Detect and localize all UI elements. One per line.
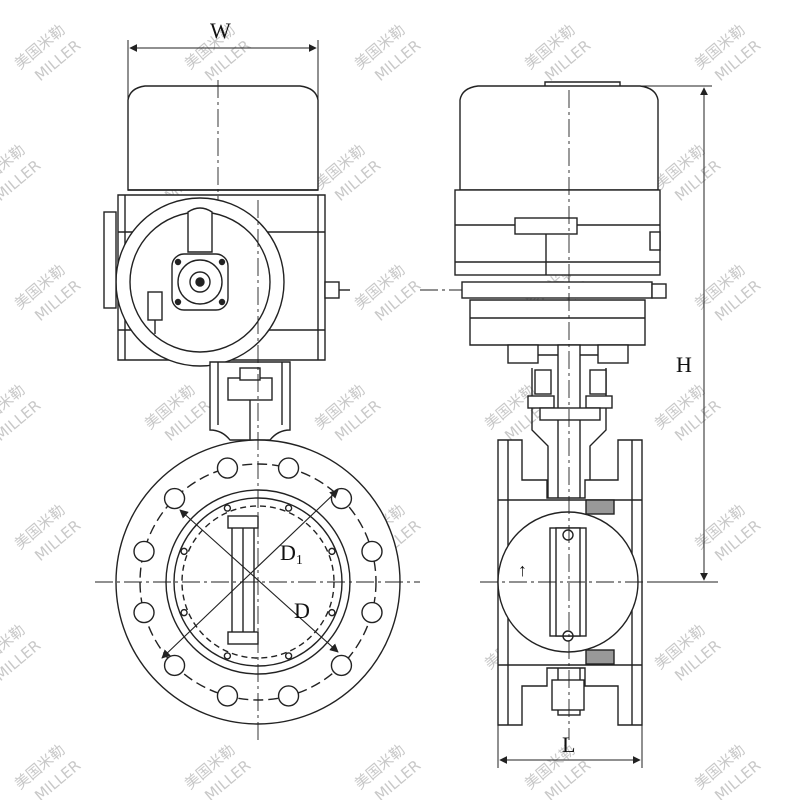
- body-bolt: [180, 547, 188, 556]
- inner-diameter-label: D1: [280, 540, 303, 568]
- flange-bolt-hole: [330, 654, 353, 677]
- front-actuator-cover: [127, 85, 319, 191]
- flange-bolt-hole: [277, 457, 300, 479]
- flange-bolt-hole: [361, 601, 383, 624]
- flange-bolt-hole: [163, 487, 186, 510]
- handwheel-hub: [177, 259, 223, 305]
- flange-bolt-hole: [330, 487, 353, 510]
- body-bolt: [328, 608, 336, 617]
- body-bolt: [223, 652, 232, 660]
- body-bolt: [284, 652, 293, 660]
- flange-bolt-hole: [163, 654, 186, 677]
- length-label: L: [562, 732, 575, 757]
- side-view: [420, 81, 718, 740]
- flange-bolt-hole: [133, 601, 155, 624]
- flow-direction-arrow: ↑: [518, 560, 527, 580]
- flange-bolt-hole: [133, 540, 155, 563]
- length-dimension: [497, 725, 643, 768]
- flange-bolt-hole: [277, 685, 300, 707]
- width-label: W: [210, 18, 231, 43]
- body-bolt: [180, 608, 188, 617]
- inner-diameter-subscript: 1: [296, 553, 303, 568]
- outer-diameter-label: D: [294, 598, 310, 623]
- body-bolt: [284, 504, 293, 512]
- body-bolt: [328, 547, 336, 556]
- side-actuator-body: [454, 189, 661, 276]
- height-dimension: [620, 85, 712, 583]
- width-dimension: [127, 40, 319, 100]
- inner-diameter-letter: D: [280, 540, 296, 565]
- flange-bolt-hole: [361, 540, 383, 563]
- height-label: H: [676, 352, 692, 377]
- body-bolt: [223, 504, 232, 512]
- flange-bolt-hole: [216, 457, 239, 479]
- diameter-dimensions: [161, 489, 339, 659]
- side-actuator-cover: [459, 85, 659, 191]
- flange-bolt-hole: [216, 685, 239, 707]
